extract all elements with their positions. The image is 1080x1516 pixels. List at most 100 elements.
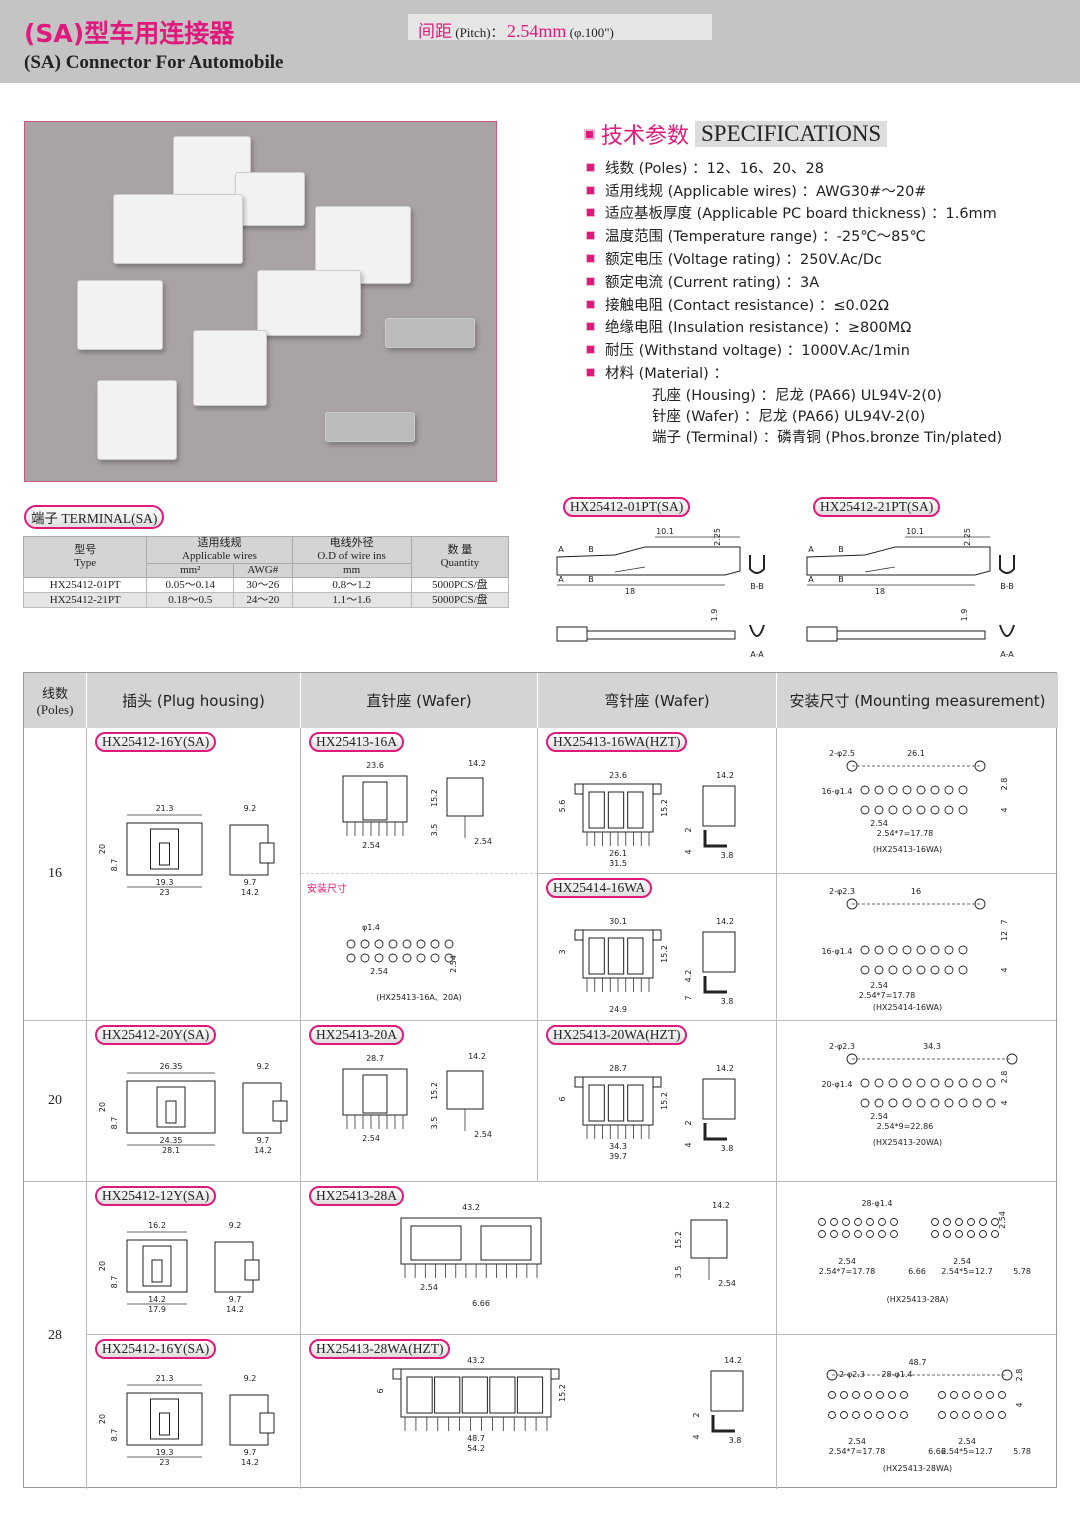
drawing-outline [586,630,736,640]
dimension-label: 2-φ2.5 [829,749,855,758]
drawing-outline [362,781,388,821]
dimension-label: 5.78 [1013,1267,1031,1276]
spec-item: 绝缘电阻 (Insulation resistance) ：≥800MΩ [584,316,1064,339]
bent-pin [703,976,727,994]
dimension-label: 9.2 [244,804,257,813]
hole-mark [830,1230,838,1238]
dimension-label: 8.7 [110,1276,119,1289]
drawing-outline [607,791,625,829]
hole-mark [955,1230,963,1238]
dimension-label: 6 [558,1096,567,1101]
spec-item: 温度范围 (Temperature range) ：-25℃～85℃ [584,224,1064,247]
part-number-label: HX25413-28A [309,1186,404,1206]
hole-mark [840,1411,848,1419]
drawing-outline [836,630,986,640]
dimension-label: 8.7 [110,1117,119,1130]
spec-text: 耐压 (Withstand voltage) ：1000V.Ac/1min [605,343,910,360]
dimension-label: 7 [1000,919,1009,924]
hole-mark [962,1391,970,1399]
dimension-label: 4 [1000,807,1009,812]
spec-text: 线数 (Poles) ：12、16、20、28 [605,160,824,177]
hole-mark [986,1098,996,1108]
dimension-label: 2 [684,1120,693,1125]
hole-mark [878,1218,886,1226]
part-number-label: HX25413-28WA(HZT) [309,1339,451,1359]
dimension-label: 4 [1000,1100,1009,1105]
dimension-label: 14.2 [724,1356,742,1365]
spec-item: 适应基板厚度 (Applicable PC board thickness) ：… [584,202,1064,225]
dimension-label: 19.3 [156,878,174,887]
drawing-outline [627,1084,644,1122]
table-cell: 0.05～0.14 [146,577,235,593]
dimension-label: 2.54*5=12.7 [941,1267,992,1276]
hole-mark [888,1078,898,1088]
hole-mark [958,1078,968,1088]
dimension-label: 4 [684,1142,693,1147]
dimension-label: 23.6 [609,771,627,780]
dimension-label: (HX25414-16WA) [873,1003,942,1012]
spec-title-en: SPECIFICATIONS [695,121,888,147]
dimension-label: 3.8 [721,851,734,860]
hole-mark [840,1391,848,1399]
hole-mark [874,785,884,795]
dimension-label: B-B [1000,582,1014,591]
table-cell: 5000PCS/盘 [410,577,510,593]
header-bent: 弯针座 (Wafer) [538,673,777,728]
part-number-label: HX25412-16Y(SA) [95,1339,217,1359]
terminal-side-view [806,546,991,576]
drawing-outline [151,1259,163,1283]
dimension-label: 48.7 [467,1434,485,1443]
hole-mark [876,1391,884,1399]
dimension-label: 6 [376,1388,385,1393]
dimension-label: 34.3 [609,1142,627,1151]
hole-mark [388,953,398,963]
hole-mark [828,1391,836,1399]
title-en: (SA) Connector For Automobile [24,52,284,73]
part-number-label: HX25412-16Y(SA) [95,732,217,752]
part-number-label: HX25412-20Y(SA) [95,1025,217,1045]
dimension-label: 3.5 [430,824,439,837]
hole-mark [346,939,356,949]
bullet-icon [586,276,595,286]
dimension-label: 3.8 [721,997,734,1006]
hole-mark [944,785,954,795]
dimension-label: 3.8 [721,1144,734,1153]
dimension-label: 2.54*9=22.86 [877,1122,934,1131]
dimension-label: 2.54 [870,1112,888,1121]
dimension-label: 18 [625,587,635,596]
dimension-label: 1.9 [960,609,969,622]
hole-mark [958,805,968,815]
dimension-label: 28.7 [366,1054,384,1063]
dimension-label: 43.2 [467,1356,485,1365]
dimension-label: 23 [159,888,169,897]
dimension-label: 2.54 [718,1279,736,1288]
hole-mark [950,1391,958,1399]
hole-mark [986,1391,994,1399]
hole-mark [972,1098,982,1108]
dimension-label: 6.66 [908,1267,926,1276]
hole-mark [931,1230,939,1238]
hole-mark [900,1411,908,1419]
a-a-section [749,624,765,637]
part-number-label: HX25413-20A [309,1025,404,1045]
dimension-label: 9.7 [244,878,257,887]
dimension-label: 14.2 [241,888,259,897]
dimension-label: 20 [98,1102,107,1112]
hole-mark [888,785,898,795]
dimension-label: 28.7 [609,1064,627,1073]
hole-mark [979,1230,987,1238]
dimension-label: 3.8 [729,1436,742,1445]
dimension-label: 14.2 [468,759,486,768]
dimension-label: 16-φ1.4 [821,787,852,796]
hole-mark [860,965,870,975]
hole-mark [866,1218,874,1226]
side-view [702,785,736,827]
hole-mark [930,965,940,975]
hole-mark [930,785,940,795]
dimension-label: 14.2 [241,1458,259,1467]
hole-mark [888,945,898,955]
